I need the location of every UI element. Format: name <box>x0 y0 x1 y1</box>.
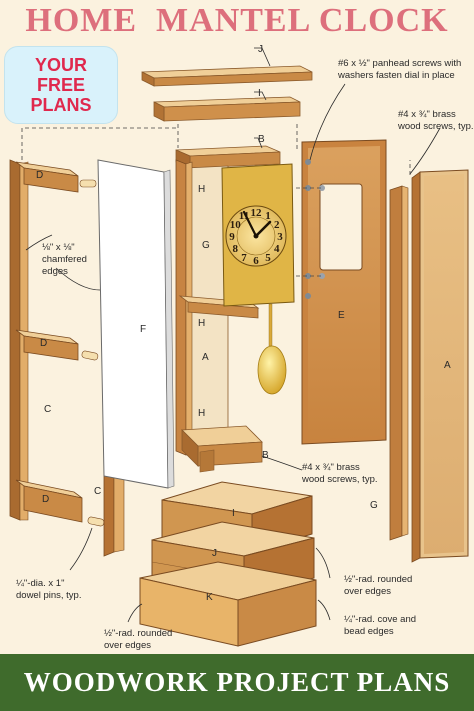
label-h-3: H <box>198 408 205 419</box>
label-b-bottom: B <box>262 450 269 461</box>
label-g-2: G <box>370 500 378 511</box>
label-c-1: C <box>44 404 51 415</box>
free-plans-badge: YOUR FREE PLANS <box>4 46 118 124</box>
alignment-line <box>21 127 176 160</box>
note-brass-bot-2: wood screws, typ. <box>301 474 378 485</box>
label-d-3: D <box>42 494 49 505</box>
badge-line-1: YOUR <box>34 55 87 75</box>
note-round-half-2: over edges <box>344 586 391 597</box>
dial-numeral: 10 <box>230 219 242 231</box>
side-panel-f <box>97 159 175 489</box>
note-cove-2: bead edges <box>344 626 394 637</box>
label-d-2: D <box>40 338 47 349</box>
note-cove-1: ¼"-rad. cove and <box>344 614 416 625</box>
top-cap-i <box>153 96 301 122</box>
footer-text: WOODWORK PROJECT PLANS <box>23 667 451 697</box>
dial-numeral: 8 <box>232 243 238 255</box>
base-plate-k <box>139 561 317 647</box>
note-panhead-1: #6 x ½" panhead screws with <box>338 58 461 69</box>
right-stile-g <box>389 185 409 541</box>
back-panel-e <box>301 139 387 445</box>
dial-numeral: 11 <box>239 210 249 222</box>
label-k: K <box>206 592 213 603</box>
note-chamfer-2: chamfered <box>42 254 87 265</box>
badge-line-3: PLANS <box>30 95 92 115</box>
label-h-1: H <box>198 184 205 195</box>
note-chamfer-1: ⅛" x ⅛" <box>42 242 75 253</box>
right-side-a <box>411 169 469 563</box>
note-dowel-1: ¼"-dia. x 1" <box>16 578 64 589</box>
note-brass-top-2: wood screws, typ. <box>397 121 474 132</box>
label-j-top: J <box>258 44 263 55</box>
label-a-inner: A <box>202 352 209 363</box>
label-i-bottom: I <box>232 508 235 519</box>
note-brass-top-1: #4 x ¾" brass <box>398 109 456 120</box>
label-b-top: B <box>258 134 265 145</box>
left-frame <box>9 159 105 527</box>
dial-numeral: 5 <box>265 252 271 264</box>
footer-banner: WOODWORK PROJECT PLANS <box>0 654 474 711</box>
label-e: E <box>338 310 345 321</box>
note-chamfer-3: edges <box>42 266 68 277</box>
leader-lines <box>25 47 441 623</box>
note-round-low-2: over edges <box>104 640 151 651</box>
label-a-right: A <box>444 360 451 371</box>
dial-numeral: 9 <box>229 231 235 243</box>
label-j-bottom: J <box>212 548 217 559</box>
pendulum <box>257 303 287 395</box>
dial-numeral: 2 <box>274 219 280 231</box>
label-c-2: C <box>94 486 101 497</box>
label-h-2: H <box>198 318 205 329</box>
badge-line-2: FREE <box>36 75 85 95</box>
note-round-half-1: ½"-rad. rounded <box>344 574 412 585</box>
note-round-low-1: ½"-rad. rounded <box>104 628 172 639</box>
dial-numeral: 6 <box>253 255 259 267</box>
note-brass-bot-1: #4 x ¾" brass <box>302 462 360 473</box>
dial-numeral: 7 <box>241 252 247 264</box>
dial-numeral: 3 <box>277 231 283 243</box>
label-i-top: I <box>258 88 261 99</box>
label-d-1: D <box>36 170 43 181</box>
top-molding-j <box>141 65 313 87</box>
bottom-frame-b <box>181 425 263 473</box>
dial-numeral: 12 <box>251 207 263 219</box>
dial-numeral: 1 <box>265 210 271 222</box>
page-title: HOME MANTEL CLOCK <box>25 2 449 39</box>
label-f: F <box>140 324 146 335</box>
dial-numeral: 4 <box>274 243 280 255</box>
note-dowel-2: dowel pins, typ. <box>16 590 81 601</box>
note-panhead-2: washers fasten dial in place <box>337 70 455 81</box>
label-g-1: G <box>202 240 210 251</box>
